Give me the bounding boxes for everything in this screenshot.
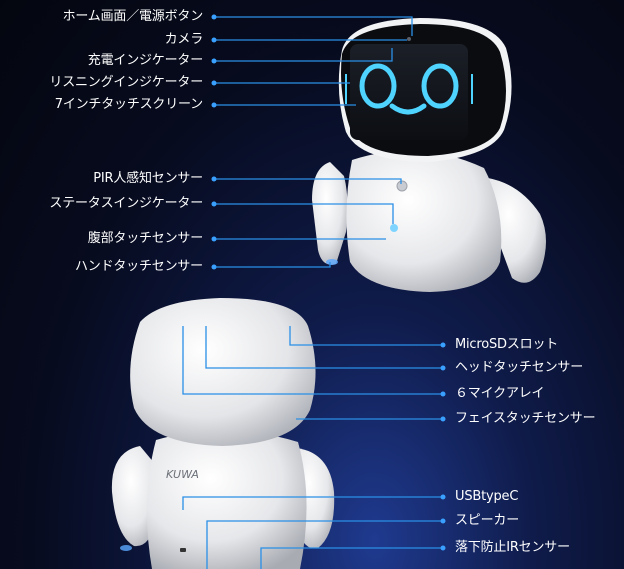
usb-port <box>180 548 186 552</box>
label-hand-touch-sensor: ハンドタッチセンサー <box>74 259 203 274</box>
label-pir-sensor: PIR人感知センサー <box>93 171 203 186</box>
label-speaker: スピーカー <box>455 513 520 528</box>
label-head-touch-sensor: ヘッドタッチセンサー <box>455 360 584 375</box>
bottom-callout-lines <box>182 326 443 569</box>
label-mic-array: ６マイクアレイ <box>455 386 545 401</box>
top-callout-lines <box>214 16 413 268</box>
label-home-power-button: ホーム画面／電源ボタン <box>62 9 204 24</box>
hand-touch-light <box>326 259 338 265</box>
status-light <box>390 224 398 232</box>
label-charging-indicator: 充電インジケーター <box>87 53 203 68</box>
face-left-eye <box>359 63 397 109</box>
label-usb-typec: USBtypeC <box>455 489 519 504</box>
back-logo: KUWA <box>166 468 199 481</box>
label-listening-indicator: リスニングインジケーター <box>49 75 203 90</box>
label-microsd-slot: MicroSDスロット <box>455 337 559 352</box>
face-right-eye <box>421 63 459 109</box>
back-hand-light <box>120 545 132 551</box>
back-robot: KUWA <box>111 298 335 569</box>
top-callout-dots <box>211 14 217 270</box>
face-mouth <box>389 103 427 115</box>
front-robot <box>312 18 546 292</box>
back-torso <box>146 430 307 569</box>
label-fall-ir-sensor: 落下防止IRセンサー <box>455 540 570 555</box>
label-touchscreen: 7インチタッチスクリーン <box>54 97 203 112</box>
pir-sensor-dot <box>396 180 408 192</box>
label-status-indicator: ステータスインジケーター <box>49 196 203 211</box>
label-belly-touch-sensor: 腹部タッチセンサー <box>87 231 203 246</box>
bottom-callout-dots <box>440 342 446 551</box>
front-screen <box>350 44 468 140</box>
label-camera: カメラ <box>164 32 204 47</box>
camera-lens <box>407 37 411 41</box>
left-arm <box>312 162 348 265</box>
label-face-touch-sensor: フェイスタッチセンサー <box>455 411 596 426</box>
front-torso <box>346 150 502 292</box>
back-head <box>130 298 316 446</box>
right-arm <box>484 178 546 283</box>
